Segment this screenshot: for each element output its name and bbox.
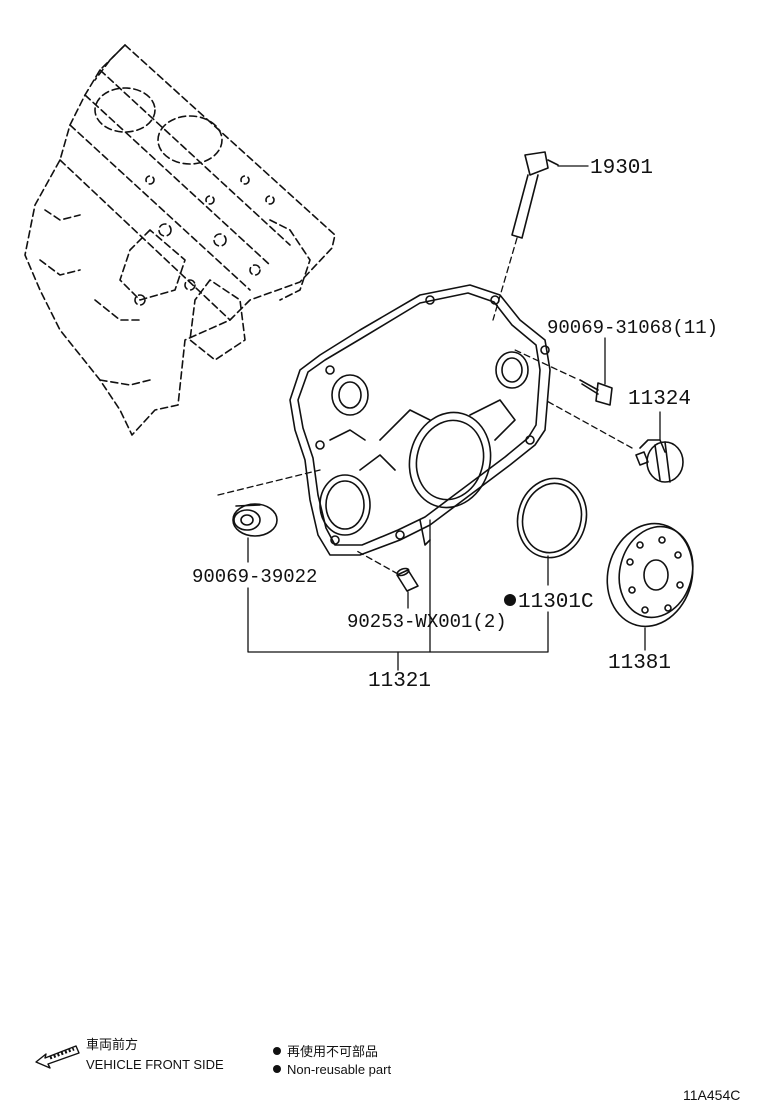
timing-cover-drawing bbox=[289, 284, 551, 556]
legend-bullet-icon bbox=[273, 1047, 281, 1055]
part-label-90253-wx001: 90253-WX001(2) bbox=[347, 611, 507, 633]
part-label-90069-31068: 90069-31068(11) bbox=[547, 317, 718, 339]
part-label-11324: 11324 bbox=[628, 388, 691, 411]
plug-11324-drawing bbox=[635, 439, 684, 483]
legend-direction-en: VEHICLE FRONT SIDE bbox=[86, 1057, 224, 1072]
legend-nonreusable-jp: 再使用不可部品 bbox=[287, 1044, 378, 1059]
o-ring-11301c-drawing bbox=[516, 477, 588, 559]
part-label-90069-39022: 90069-39022 bbox=[192, 566, 317, 588]
non-reusable-mark bbox=[504, 594, 516, 606]
bolt-90069-31068-drawing bbox=[579, 379, 613, 406]
dowel-pin-90253-drawing bbox=[396, 567, 419, 592]
legend-direction-jp: 車両前方 bbox=[86, 1037, 138, 1052]
part-label-11321: 11321 bbox=[368, 670, 431, 693]
vehicle-front-arrow-icon bbox=[35, 1045, 80, 1069]
oil-seal-90069-39022-drawing bbox=[232, 503, 278, 537]
part-label-11301c: 11301C bbox=[518, 591, 594, 614]
part-label-19301: 19301 bbox=[590, 157, 653, 180]
bolt-19301-drawing bbox=[511, 151, 559, 239]
plate-11381-drawing bbox=[606, 522, 694, 628]
part-label-11381: 11381 bbox=[608, 652, 671, 675]
legend-bullet-icon bbox=[273, 1065, 281, 1073]
diagram-code: 11A454C bbox=[683, 1087, 740, 1103]
leader-lines bbox=[247, 165, 661, 671]
assembly-guide-lines bbox=[217, 237, 633, 575]
legend-nonreusable-en: Non-reusable part bbox=[287, 1062, 391, 1077]
engine-block-drawing bbox=[24, 44, 336, 436]
